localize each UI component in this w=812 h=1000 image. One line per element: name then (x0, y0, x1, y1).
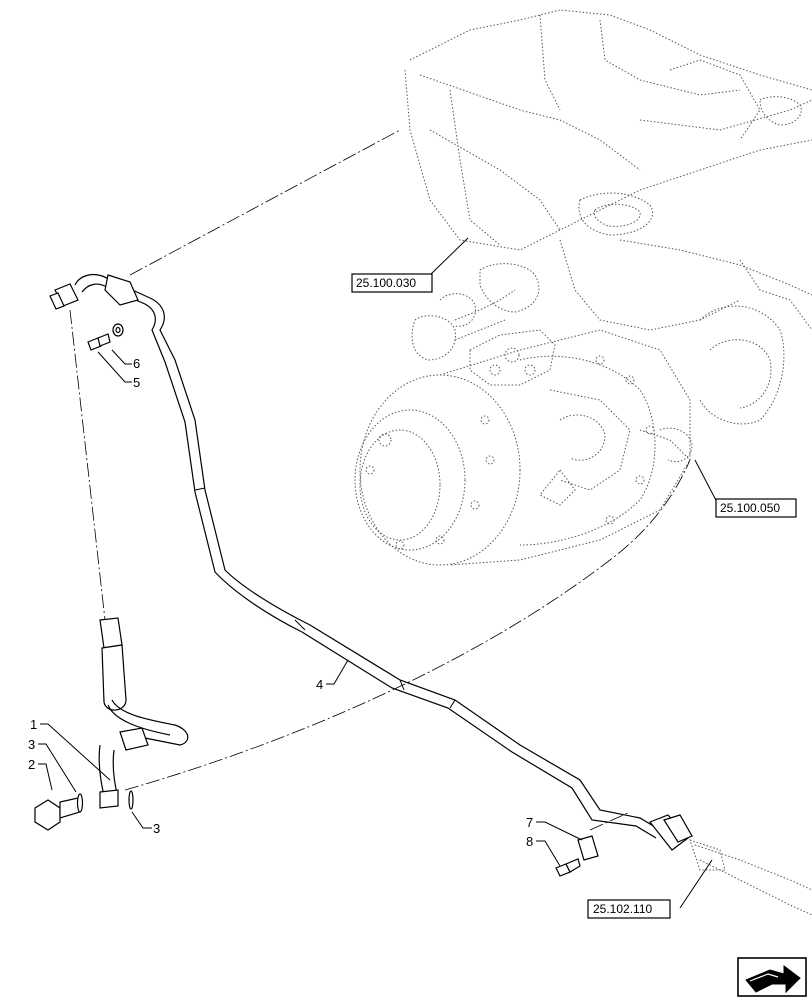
ref-box-axle-housing[interactable]: 25.100.030 (351, 273, 433, 293)
bolt-part-5 (87, 333, 111, 351)
callout-3-upper: 3 (28, 737, 35, 752)
hydraulic-pipe-part-4 (49, 273, 693, 851)
next-page-arrow-icon[interactable] (737, 957, 807, 997)
callout-6: 6 (133, 356, 140, 371)
ref-box-final-drive[interactable]: 25.100.050 (715, 498, 797, 518)
screw-part-8 (555, 858, 581, 877)
washer-part-6 (112, 323, 124, 337)
callout-1: 1 (30, 717, 37, 732)
callout-7: 7 (526, 815, 533, 830)
leader-lines (38, 237, 721, 909)
axle-housing-phantom (404, 9, 812, 425)
banjo-bolt-part-2 (34, 797, 81, 831)
callout-4: 4 (316, 677, 323, 692)
clamp-part-7 (577, 835, 599, 861)
callout-2: 2 (28, 757, 35, 772)
callout-8: 8 (526, 834, 533, 849)
ref-box-pipe[interactable]: 25.102.110 (587, 899, 671, 919)
sealing-washer-part-3b (128, 790, 134, 810)
hose-assembly-part-1 (98, 617, 189, 809)
ref-pipe-label: 25.102.110 (593, 902, 652, 916)
assembly-centerlines (69, 129, 691, 831)
callout-5: 5 (133, 375, 140, 390)
ref-axle-housing-label: 25.100.030 (356, 276, 416, 290)
sealing-washer-part-3a (76, 793, 84, 813)
callout-3-lower: 3 (153, 821, 160, 836)
mating-pipe-phantom (689, 839, 812, 916)
ref-final-drive-label: 25.100.050 (720, 501, 780, 515)
callout-labels: 1 3 2 3 6 5 4 7 8 (28, 356, 533, 849)
final-drive-hub-phantom (354, 289, 693, 566)
